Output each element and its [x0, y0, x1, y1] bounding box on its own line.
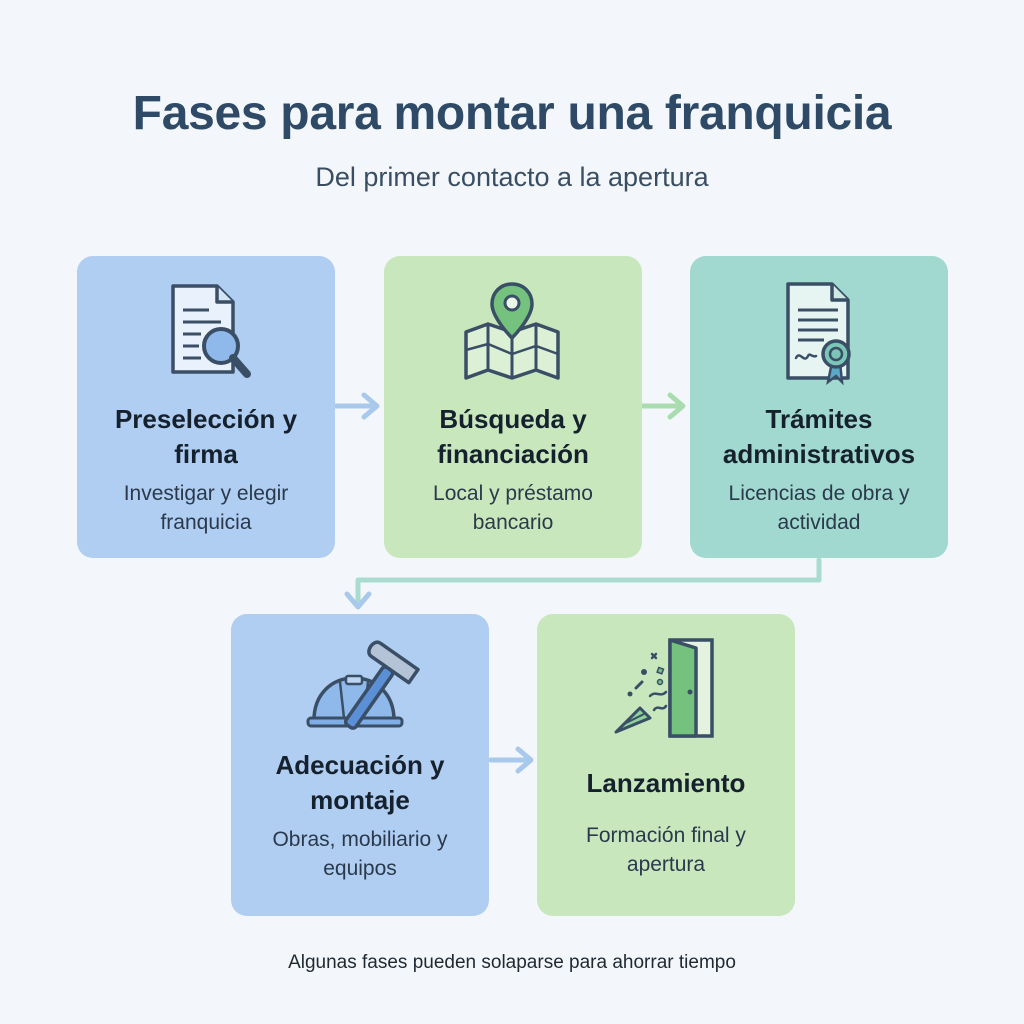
page-subtitle: Del primer contacto a la apertura	[315, 162, 709, 192]
phase-label: Lanzamiento	[586, 768, 746, 798]
footnote: Algunas fases pueden solaparse para ahor…	[288, 952, 736, 973]
phase-label: Adecuación y montaje	[275, 750, 445, 815]
phase-card-busqueda: Búsqueda y financiación Local y préstamo…	[384, 256, 642, 558]
phase-card-tramites: Trámites administrativos Licencias de ob…	[690, 256, 948, 558]
phase-card-lanzamiento: Lanzamiento Formación final y apertura	[537, 614, 795, 916]
phase-card-preseleccion: Preselección y firma Investigar y elegir…	[77, 256, 335, 558]
phase-description: Obras, mobiliario y equipos	[272, 828, 448, 880]
document-search-icon	[77, 278, 335, 388]
hardhat-hammer-icon	[231, 632, 489, 742]
phase-description: Local y préstamo bancario	[433, 482, 593, 534]
page-title: Fases para montar una franquicia	[132, 87, 892, 140]
certificate-icon	[690, 278, 948, 388]
phase-description: Investigar y elegir franquicia	[123, 482, 289, 534]
arrow-1-to-2	[333, 392, 380, 420]
arrow-4-to-5	[488, 746, 534, 774]
phase-description: Licencias de obra y actividad	[728, 482, 910, 534]
arrow-3-to-4	[344, 557, 822, 610]
phase-description: Formación final y apertura	[586, 824, 746, 876]
door-confetti-icon	[537, 632, 795, 742]
phase-label: Trámites administrativos	[722, 404, 916, 469]
phase-label: Preselección y firma	[114, 404, 298, 469]
map-pin-icon	[384, 278, 642, 388]
arrow-2-to-3	[639, 392, 686, 420]
phase-label: Búsqueda y financiación	[437, 404, 589, 469]
phase-card-adecuacion: Adecuación y montaje Obras, mobiliario y…	[231, 614, 489, 916]
